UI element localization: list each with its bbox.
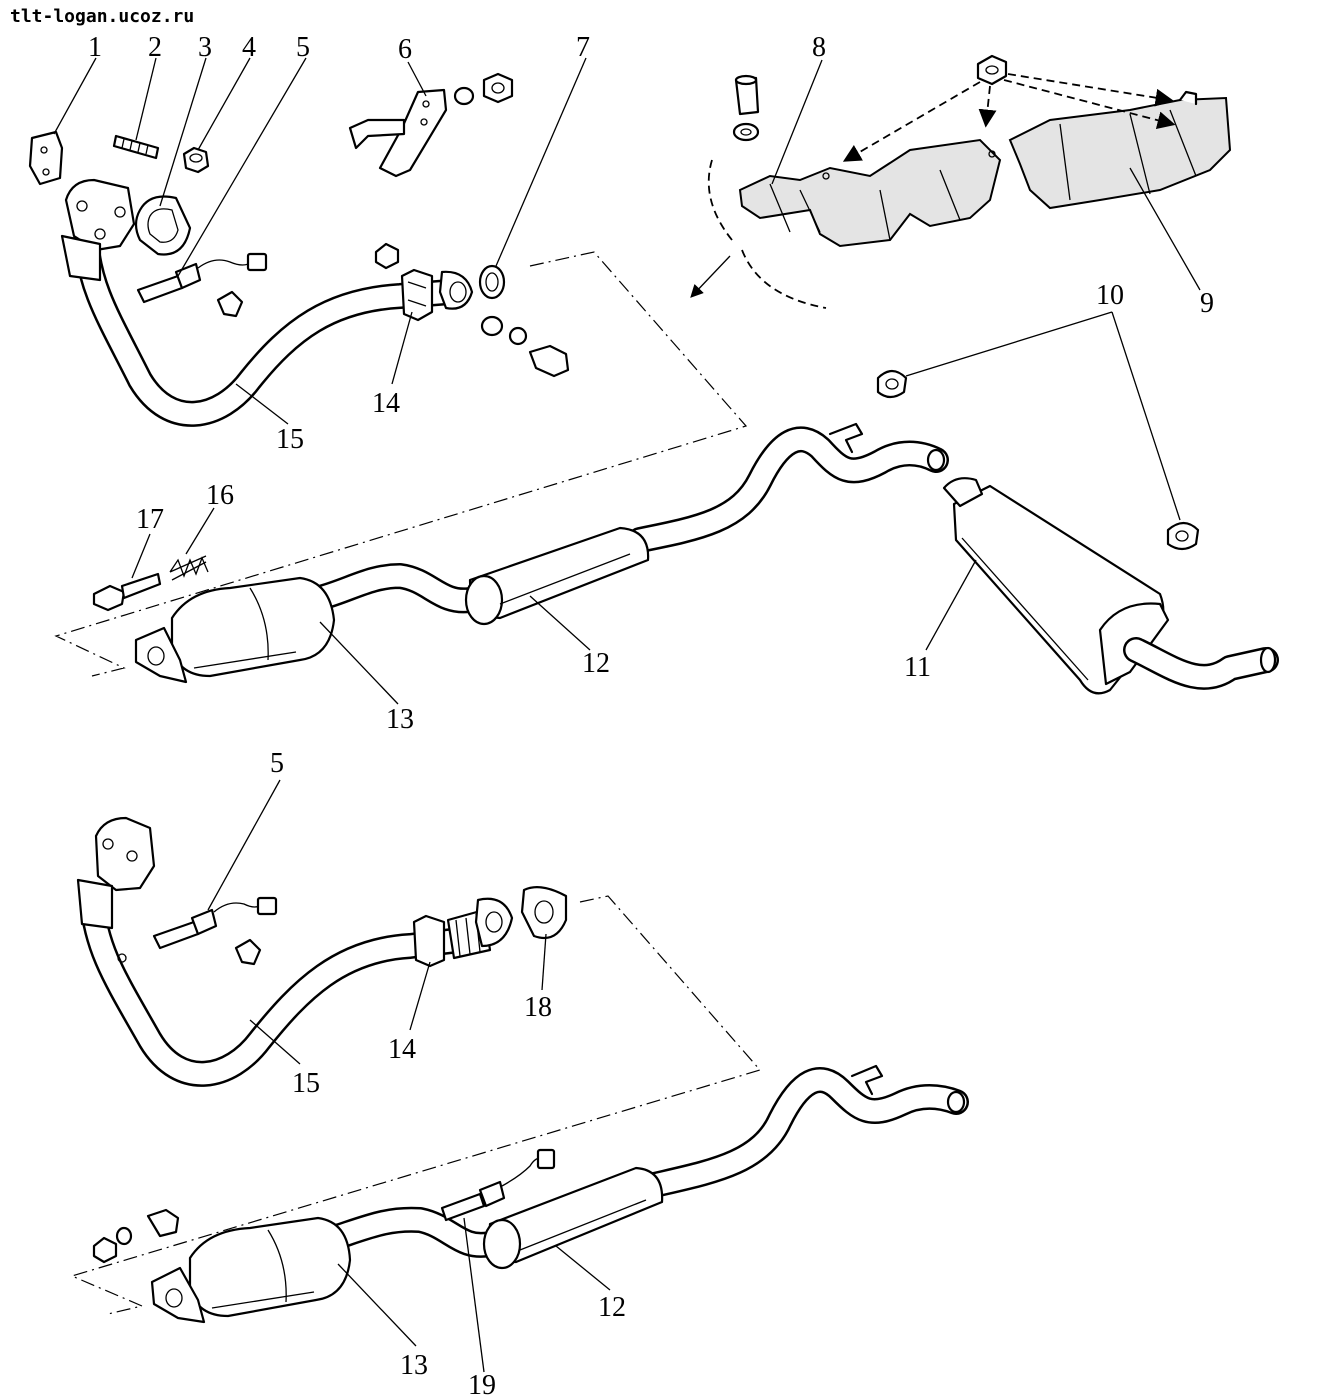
site-watermark: tlt-logan.ucoz.ru — [10, 6, 195, 27]
catalytic-converter — [134, 576, 336, 684]
callout-8: 8 — [812, 32, 826, 63]
heat-shield-rear — [1008, 90, 1232, 210]
catalytic-converter-alt — [150, 1216, 352, 1324]
bracket-plate — [28, 130, 64, 186]
callout-5-alt: 5 — [270, 748, 284, 779]
callout-19: 19 — [468, 1370, 496, 1395]
callout-17: 17 — [136, 504, 164, 535]
callout-9: 9 — [1200, 288, 1214, 319]
callout-13-alt: 13 — [400, 1350, 428, 1381]
front-exhaust-pipe — [60, 178, 474, 427]
rear-muffler — [942, 477, 1279, 695]
callout-12: 12 — [582, 648, 610, 679]
stud — [112, 134, 160, 160]
oxygen-sensor-downstream — [440, 1148, 556, 1222]
callout-13: 13 — [386, 704, 414, 735]
callout-2: 2 — [148, 32, 162, 63]
callout-11: 11 — [904, 652, 931, 683]
sealing-ring — [374, 242, 570, 378]
callout-6: 6 — [398, 34, 412, 65]
callout-3: 3 — [198, 32, 212, 63]
pipe-clamp-alt — [412, 897, 514, 968]
oxygen-sensor-alt — [152, 896, 278, 966]
intermediate-pipe — [307, 422, 949, 614]
callout-leaders — [53, 57, 1201, 1373]
mounting-hardware — [92, 1208, 180, 1264]
callout-4: 4 — [242, 32, 256, 63]
heat-shield-front — [738, 138, 1002, 248]
manifold-gasket — [134, 195, 192, 256]
callout-14: 14 — [372, 388, 400, 419]
callout-15-alt: 15 — [292, 1068, 320, 1099]
oxygen-sensor-upstream — [136, 252, 268, 318]
intermediate-pipe-alt — [327, 1064, 969, 1258]
front-exhaust-pipe-alt — [76, 816, 473, 1087]
pipe-clamp — [400, 268, 434, 322]
callout-10: 10 — [1096, 280, 1124, 311]
resonator — [464, 526, 650, 626]
clamp-spring — [169, 555, 209, 581]
callout-12-alt: 12 — [598, 1292, 626, 1323]
flange-gasket — [520, 885, 568, 940]
callout-7: 7 — [576, 32, 590, 63]
hanger-bracket — [348, 72, 514, 178]
resonator-alt — [482, 1166, 664, 1270]
flange-nut — [182, 146, 210, 174]
assembly-arrows — [690, 73, 1176, 309]
callout-18: 18 — [524, 992, 552, 1023]
clamp-bolt — [92, 572, 162, 612]
shield-bolt — [732, 74, 760, 142]
callout-15: 15 — [276, 424, 304, 455]
callout-14-alt: 14 — [388, 1034, 416, 1065]
assembly-boundary-top — [54, 251, 748, 677]
callout-16: 16 — [206, 480, 234, 511]
shield-nut — [976, 54, 1008, 86]
assembly-boundary-bottom — [70, 895, 762, 1315]
callout-5: 5 — [296, 32, 310, 63]
callout-1: 1 — [88, 32, 102, 63]
rubber-mount — [876, 369, 1200, 551]
